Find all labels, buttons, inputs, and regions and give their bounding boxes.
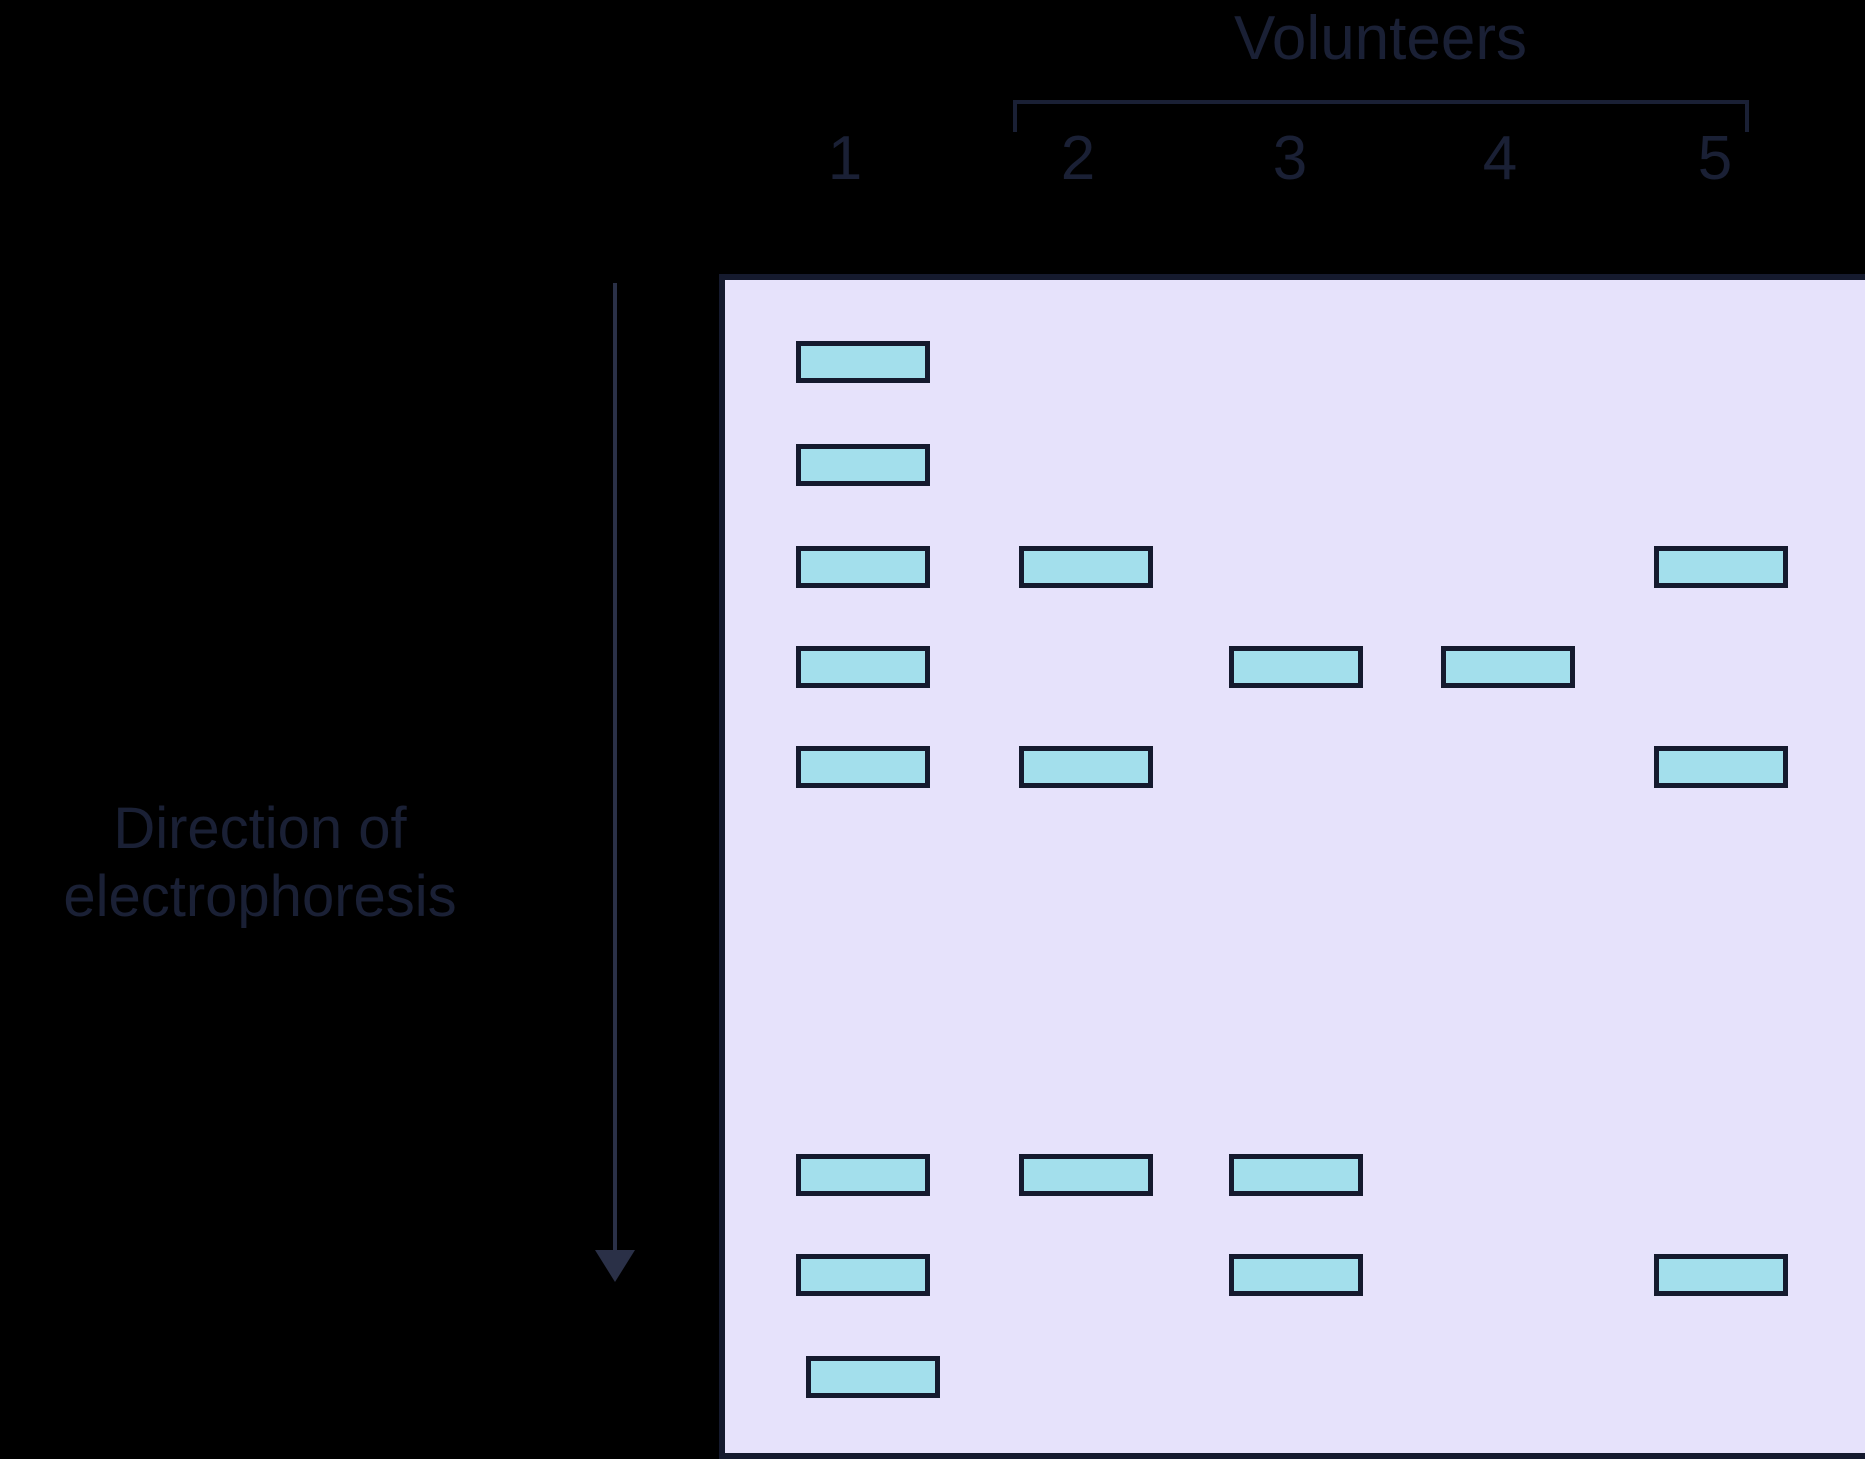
gel-band-lane-1-row-8 [806, 1356, 940, 1398]
lane-label-3: 3 [1272, 124, 1308, 193]
direction-of-electrophoresis-label: Direction of electrophoresis [0, 795, 520, 932]
lane-label-2: 2 [1060, 124, 1096, 193]
lane-label-1: 1 [827, 124, 863, 193]
gel-band-lane-2-row-5 [1019, 746, 1153, 788]
volunteers-group-title: Volunteers [1234, 4, 1527, 73]
lane-label-4: 4 [1482, 124, 1518, 193]
direction-label-line-1: Direction of [113, 796, 407, 861]
gel-band-lane-2-row-3 [1019, 546, 1153, 588]
direction-label-line-2: electrophoresis [63, 864, 457, 930]
gel-band-lane-4-row-4 [1441, 646, 1575, 688]
lane-label-5: 5 [1697, 124, 1733, 193]
gel-band-lane-5-row-5 [1654, 746, 1788, 788]
gel-band-lane-1-row-1 [796, 341, 930, 383]
volunteers-group-bracket [1013, 100, 1749, 132]
direction-arrow-head-icon [595, 1250, 635, 1282]
gel-band-lane-1-row-4 [796, 646, 930, 688]
gel-band-lane-3-row-6 [1229, 1154, 1363, 1196]
gel-band-lane-5-row-7 [1654, 1254, 1788, 1296]
gel-band-lane-1-row-7 [796, 1254, 930, 1296]
gel-band-lane-1-row-2 [796, 444, 930, 486]
gel-band-lane-3-row-7 [1229, 1254, 1363, 1296]
gel-band-lane-5-row-3 [1654, 546, 1788, 588]
gel-panel [719, 274, 1865, 1459]
gel-band-lane-2-row-6 [1019, 1154, 1153, 1196]
gel-band-lane-1-row-3 [796, 546, 930, 588]
direction-arrow-shaft [613, 283, 617, 1258]
gel-band-lane-1-row-6 [796, 1154, 930, 1196]
gel-band-lane-3-row-4 [1229, 646, 1363, 688]
gel-band-lane-1-row-5 [796, 746, 930, 788]
